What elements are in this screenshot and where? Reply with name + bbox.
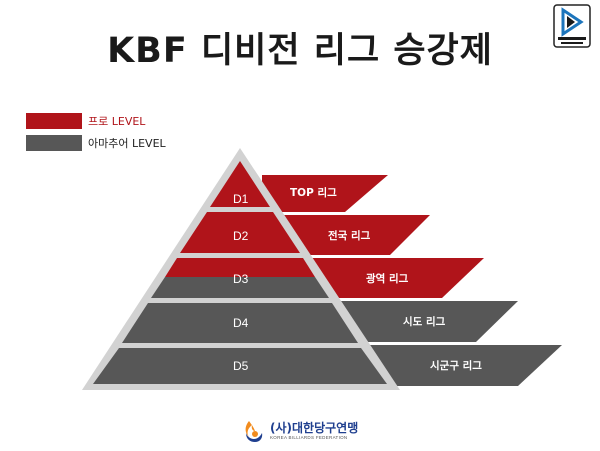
level-code-d1: D1 — [233, 192, 249, 206]
legend-swatch-pro — [26, 113, 82, 129]
league-label-d5: 시군구 리그 — [430, 359, 482, 372]
legend-label-pro: 프로 LEVEL — [88, 115, 146, 128]
legend-label-amateur: 아마추어 LEVEL — [88, 137, 166, 150]
footer-org-name: (사)대한당구연맹 — [270, 420, 359, 435]
legend-amateur: 아마추어 LEVEL — [26, 135, 166, 151]
legend-pro: 프로 LEVEL — [26, 113, 145, 129]
league-label-d1: TOP 리그 — [290, 186, 337, 199]
level-d3-top — [165, 258, 315, 277]
legend-swatch-amateur — [26, 135, 82, 151]
level-code-d3: D3 — [233, 272, 249, 286]
banner-d1 — [262, 175, 388, 212]
level-d2 — [180, 212, 300, 253]
level-code-d5: D5 — [233, 359, 249, 373]
level-d5 — [93, 348, 387, 384]
level-d1 — [210, 161, 270, 207]
level-d4 — [122, 303, 358, 343]
league-label-d2: 전국 리그 — [328, 229, 371, 242]
league-label-d4: 시도 리그 — [403, 315, 446, 328]
footer-logo: (사)대한당구연맹 KOREA BILLIARDS FEDERATION — [240, 418, 358, 444]
league-label-d3: 광역 리그 — [366, 272, 409, 285]
division-league-logo — [553, 4, 591, 48]
kbf-flame-logo — [245, 421, 263, 442]
level-d3-bottom — [151, 277, 329, 298]
level-code-d4: D4 — [233, 316, 249, 330]
level-code-d2: D2 — [233, 229, 249, 243]
footer-org-english: KOREA BILLIARDS FEDERATION — [270, 434, 348, 440]
page-title: KBF 디비전 리그 승강제 — [107, 31, 493, 71]
